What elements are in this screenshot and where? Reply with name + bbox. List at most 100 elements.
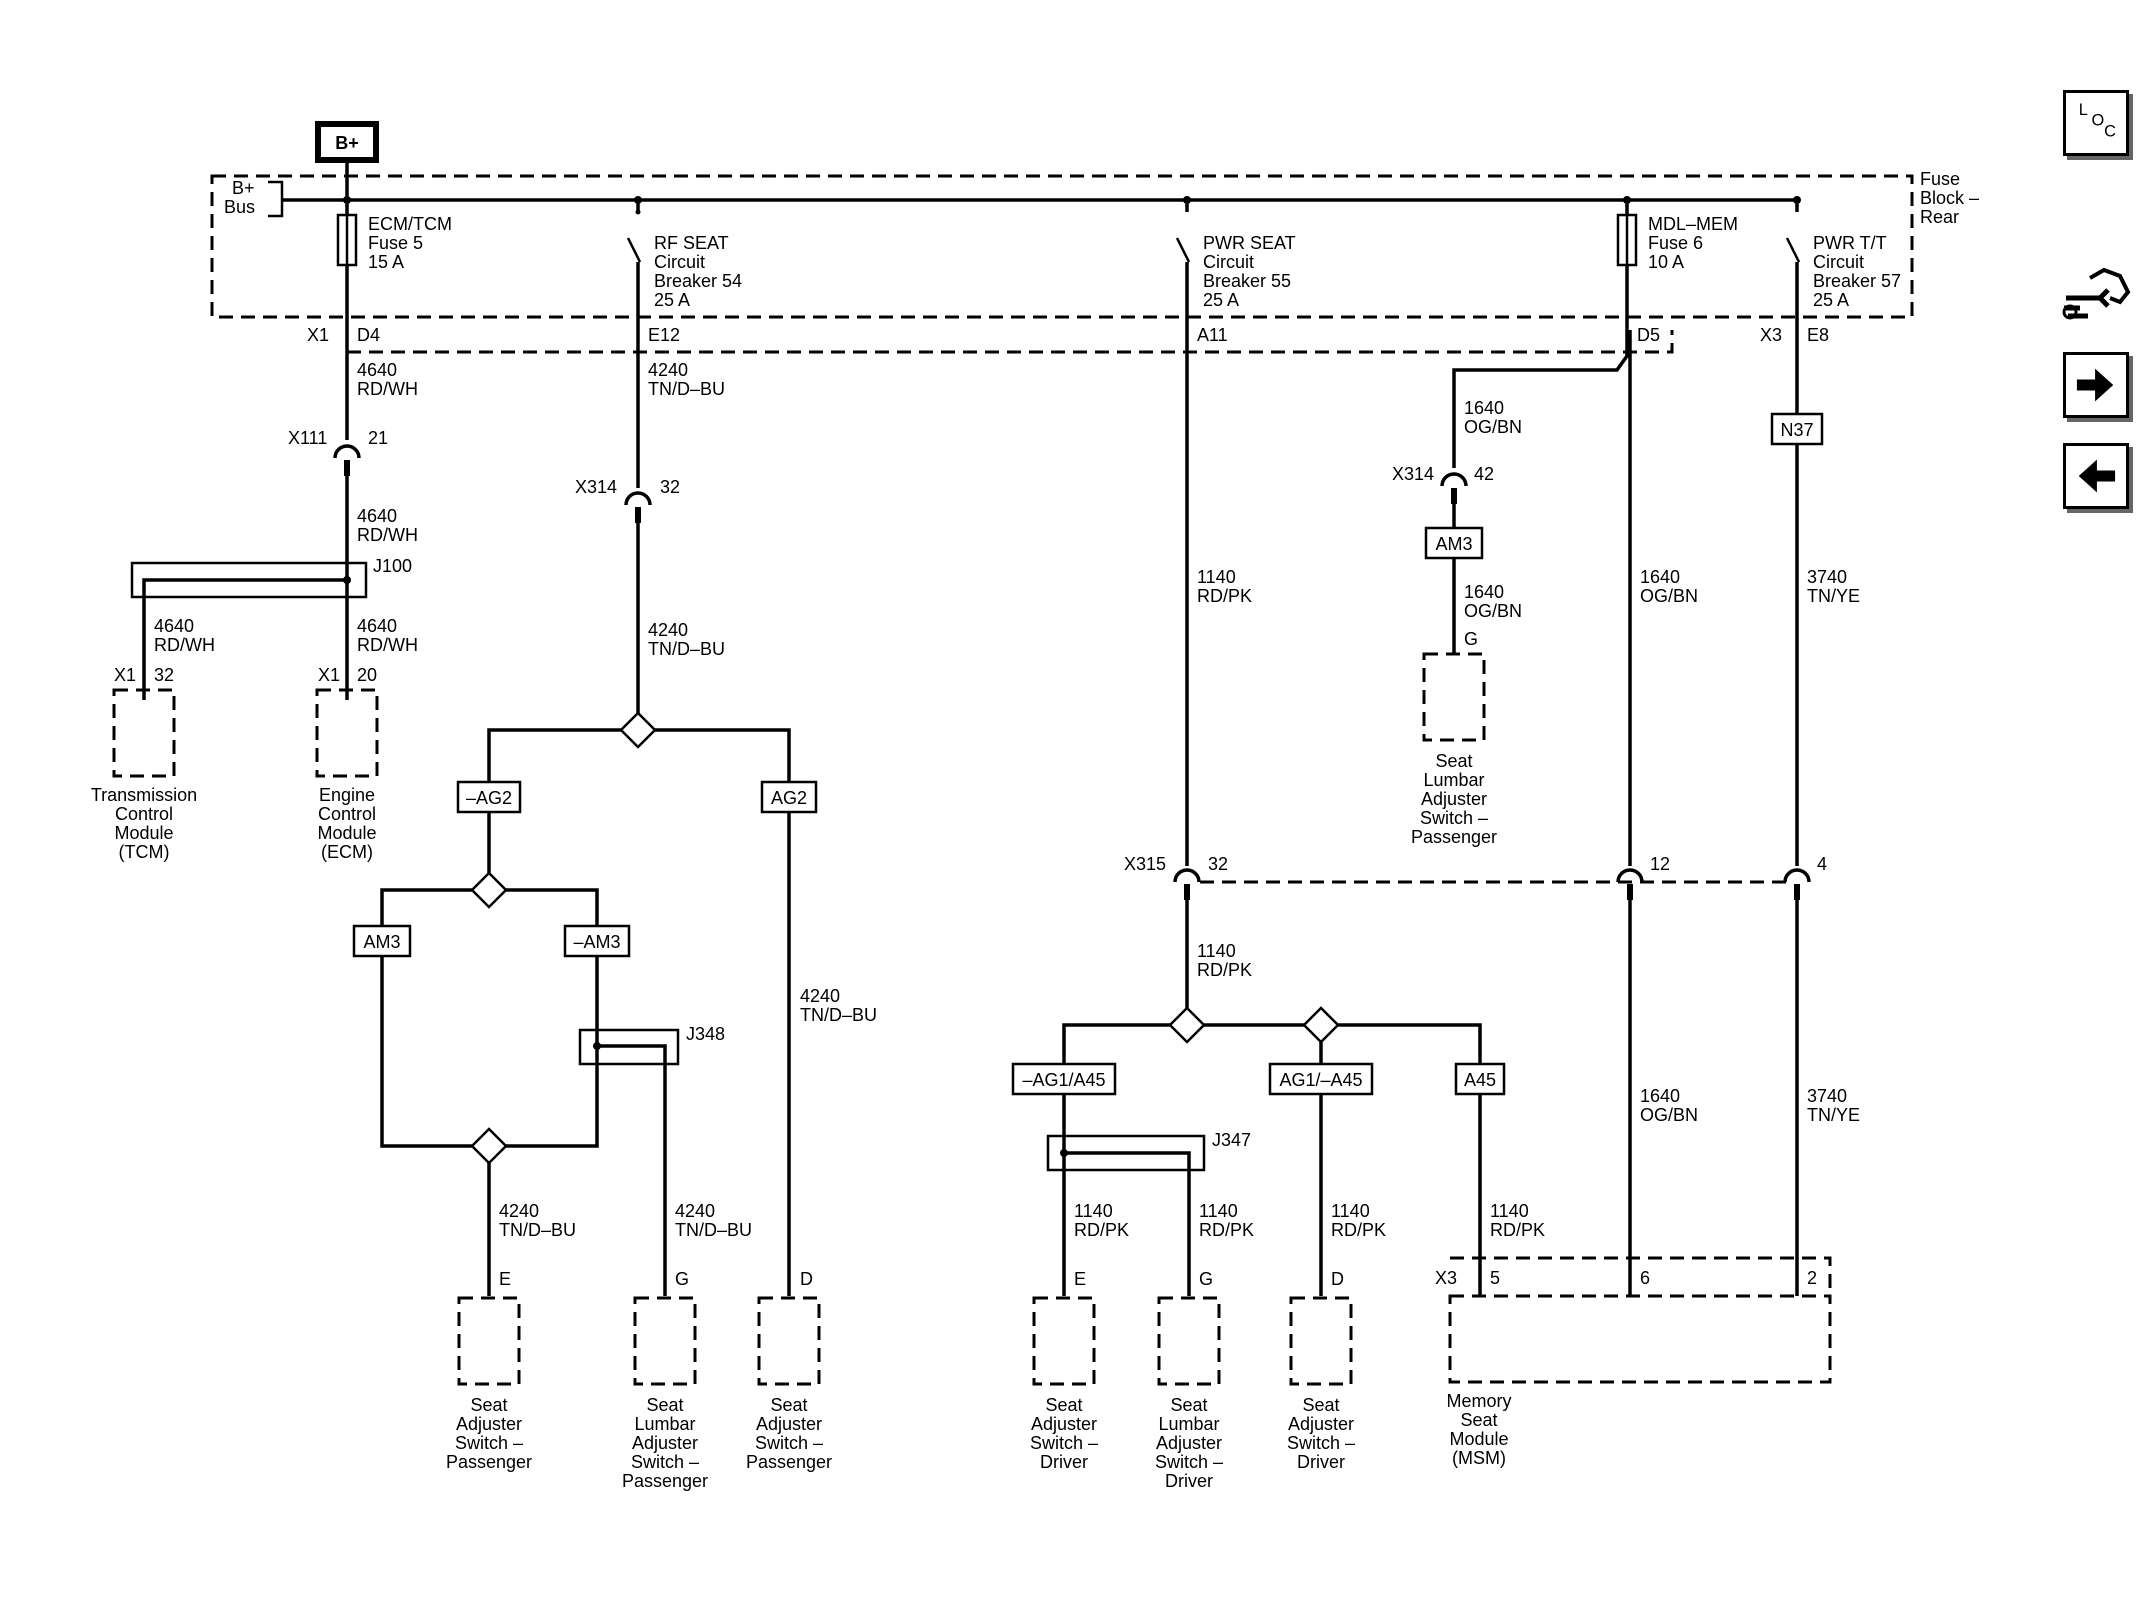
option-ag1-neg-a45: AG1/–A45 (1279, 1070, 1362, 1090)
diagram-label: E12 (648, 325, 680, 345)
diagram-label: 1140 (1074, 1201, 1113, 1221)
diagram-label: Control (318, 804, 376, 824)
diagram-label: G (1199, 1269, 1213, 1289)
seat-adjuster-switch-passenger-1 (457, 1296, 521, 1386)
diagram-label: 25 A (1203, 290, 1239, 310)
arrow-right-icon (2076, 368, 2114, 402)
diagram-label: E8 (1807, 325, 1829, 345)
diagram-label: Adjuster (756, 1414, 822, 1434)
diagram-label: Engine (319, 785, 375, 805)
diagram-label: Adjuster (1156, 1433, 1222, 1453)
option-n37: N37 (1780, 420, 1813, 440)
diagram-label: Lumbar (1423, 770, 1484, 790)
diagram-label: 10 A (1648, 252, 1684, 272)
diagram-label: G (675, 1269, 689, 1289)
diagram-label: 42 (1474, 464, 1494, 484)
diagram-label: 3740 (1807, 1086, 1847, 1106)
breaker-55-label: PWR SEAT Circuit Breaker 55 25 A (1203, 233, 1296, 310)
diagram-label: 15 A (368, 252, 404, 272)
diagram-label: J348 (686, 1024, 725, 1044)
x1-top-label: X1 (307, 325, 329, 345)
loc-button[interactable]: L O C (2063, 90, 2129, 156)
connector-x314-b (1440, 472, 1468, 487)
diagram-label: PWR T/T (1813, 233, 1887, 253)
diagram-label: J347 (1212, 1130, 1251, 1150)
diagram-label: 32 (1208, 854, 1228, 874)
diagram-label: 2 (1807, 1268, 1817, 1288)
circuit-breaker-54-icon (626, 237, 642, 263)
diagram-label: 1140 (1199, 1201, 1238, 1221)
option-neg-ag1-a45: –AG1/A45 (1022, 1070, 1105, 1090)
diagram-label: 20 (357, 665, 377, 685)
diagram-label: 4240 (800, 986, 840, 1006)
diagram-label: 1140 (1490, 1201, 1529, 1221)
b-plus-label: B+ (335, 133, 359, 153)
diagram-label: Adjuster (456, 1414, 522, 1434)
diagram-label: Switch – (1287, 1433, 1355, 1453)
svg-text:O: O (2091, 112, 2104, 130)
diagram-label: Switch – (631, 1452, 699, 1472)
circuit-breaker-57-icon (1785, 237, 1801, 263)
connector-x315 (1173, 868, 1201, 883)
seat-lumbar-switch-driver (1157, 1296, 1221, 1386)
diagram-label: Fuse (1920, 169, 1960, 189)
diagram-label: RD/PK (1199, 1220, 1254, 1240)
diagram-label: 1140 (1331, 1201, 1370, 1221)
diagram-label: 25 A (1813, 290, 1849, 310)
diagram-label: RD/PK (1197, 586, 1252, 606)
diagram-label: Switch – (1155, 1452, 1223, 1472)
diagram-label: Circuit (1203, 252, 1254, 272)
diagram-label: RD/PK (1074, 1220, 1129, 1240)
diagram-label: RD/PK (1490, 1220, 1545, 1240)
diagram-label: X315 (1124, 854, 1166, 874)
diagram-label: X1 (318, 665, 340, 685)
diagram-label: TN/YE (1807, 586, 1860, 606)
splice-j348 (578, 1028, 680, 1066)
option-am3-lumbar: AM3 (1435, 534, 1472, 554)
diagram-label: Block – (1920, 188, 1979, 208)
diagram-label: Seat (470, 1395, 507, 1415)
diagram-label: E (1074, 1269, 1086, 1289)
diagram-label: 4 (1817, 854, 1827, 874)
previous-page-button[interactable] (2063, 443, 2129, 509)
diagram-label: Lumbar (634, 1414, 695, 1434)
connector-x111 (333, 444, 361, 459)
circuit-breaker-55-icon (1175, 237, 1191, 263)
next-page-button[interactable] (2063, 352, 2129, 418)
arrow-left-icon (2078, 459, 2116, 493)
diagram-label: 4640 (357, 616, 397, 636)
diagram-label: X3 (1435, 1268, 1457, 1288)
diagram-label: RD/WH (154, 635, 215, 655)
fuse-block-outline (210, 174, 1914, 319)
diagram-label: RD/PK (1331, 1220, 1386, 1240)
diagram-label: Adjuster (1288, 1414, 1354, 1434)
diagram-label: RF SEAT (654, 233, 729, 253)
ecm-label: Engine Control Module (ECM) (317, 785, 376, 862)
seat-lumbar-switch-passenger-1 (633, 1296, 697, 1386)
diagram-label: Switch – (1030, 1433, 1098, 1453)
option-neg-ag2: –AG2 (466, 788, 512, 808)
seat-adjuster-switch-driver-1 (1032, 1296, 1096, 1386)
diagram-label: 1640 (1464, 582, 1504, 602)
diagram-label: 25 A (654, 290, 690, 310)
diagram-label: RD/WH (357, 379, 418, 399)
service-wrench-icon[interactable] (2060, 258, 2134, 332)
diagram-label: Adjuster (1031, 1414, 1097, 1434)
diagram-label: X3 (1760, 325, 1782, 345)
seat-lumbar-switch-passenger-2 (1422, 652, 1486, 742)
loc-icon: L O C (2079, 101, 2116, 141)
seat-adjuster-switch-passenger-2 (757, 1296, 821, 1386)
diagram-label: A11 (1197, 325, 1228, 345)
diagram-label: E (499, 1269, 511, 1289)
splice-j100 (130, 561, 368, 599)
diagram-label: PWR SEAT (1203, 233, 1296, 253)
splice-j347 (1046, 1134, 1206, 1172)
diagram-label: 32 (660, 477, 680, 497)
diagram-label: 4240 (648, 360, 688, 380)
diagram-label: 32 (154, 665, 174, 685)
diagram-label: Circuit (654, 252, 705, 272)
diagram-label: Passenger (446, 1452, 532, 1472)
diagram-label: RD/PK (1197, 960, 1252, 980)
diagram-label: 1140 (1197, 567, 1236, 587)
diagram-label: D (800, 1269, 813, 1289)
